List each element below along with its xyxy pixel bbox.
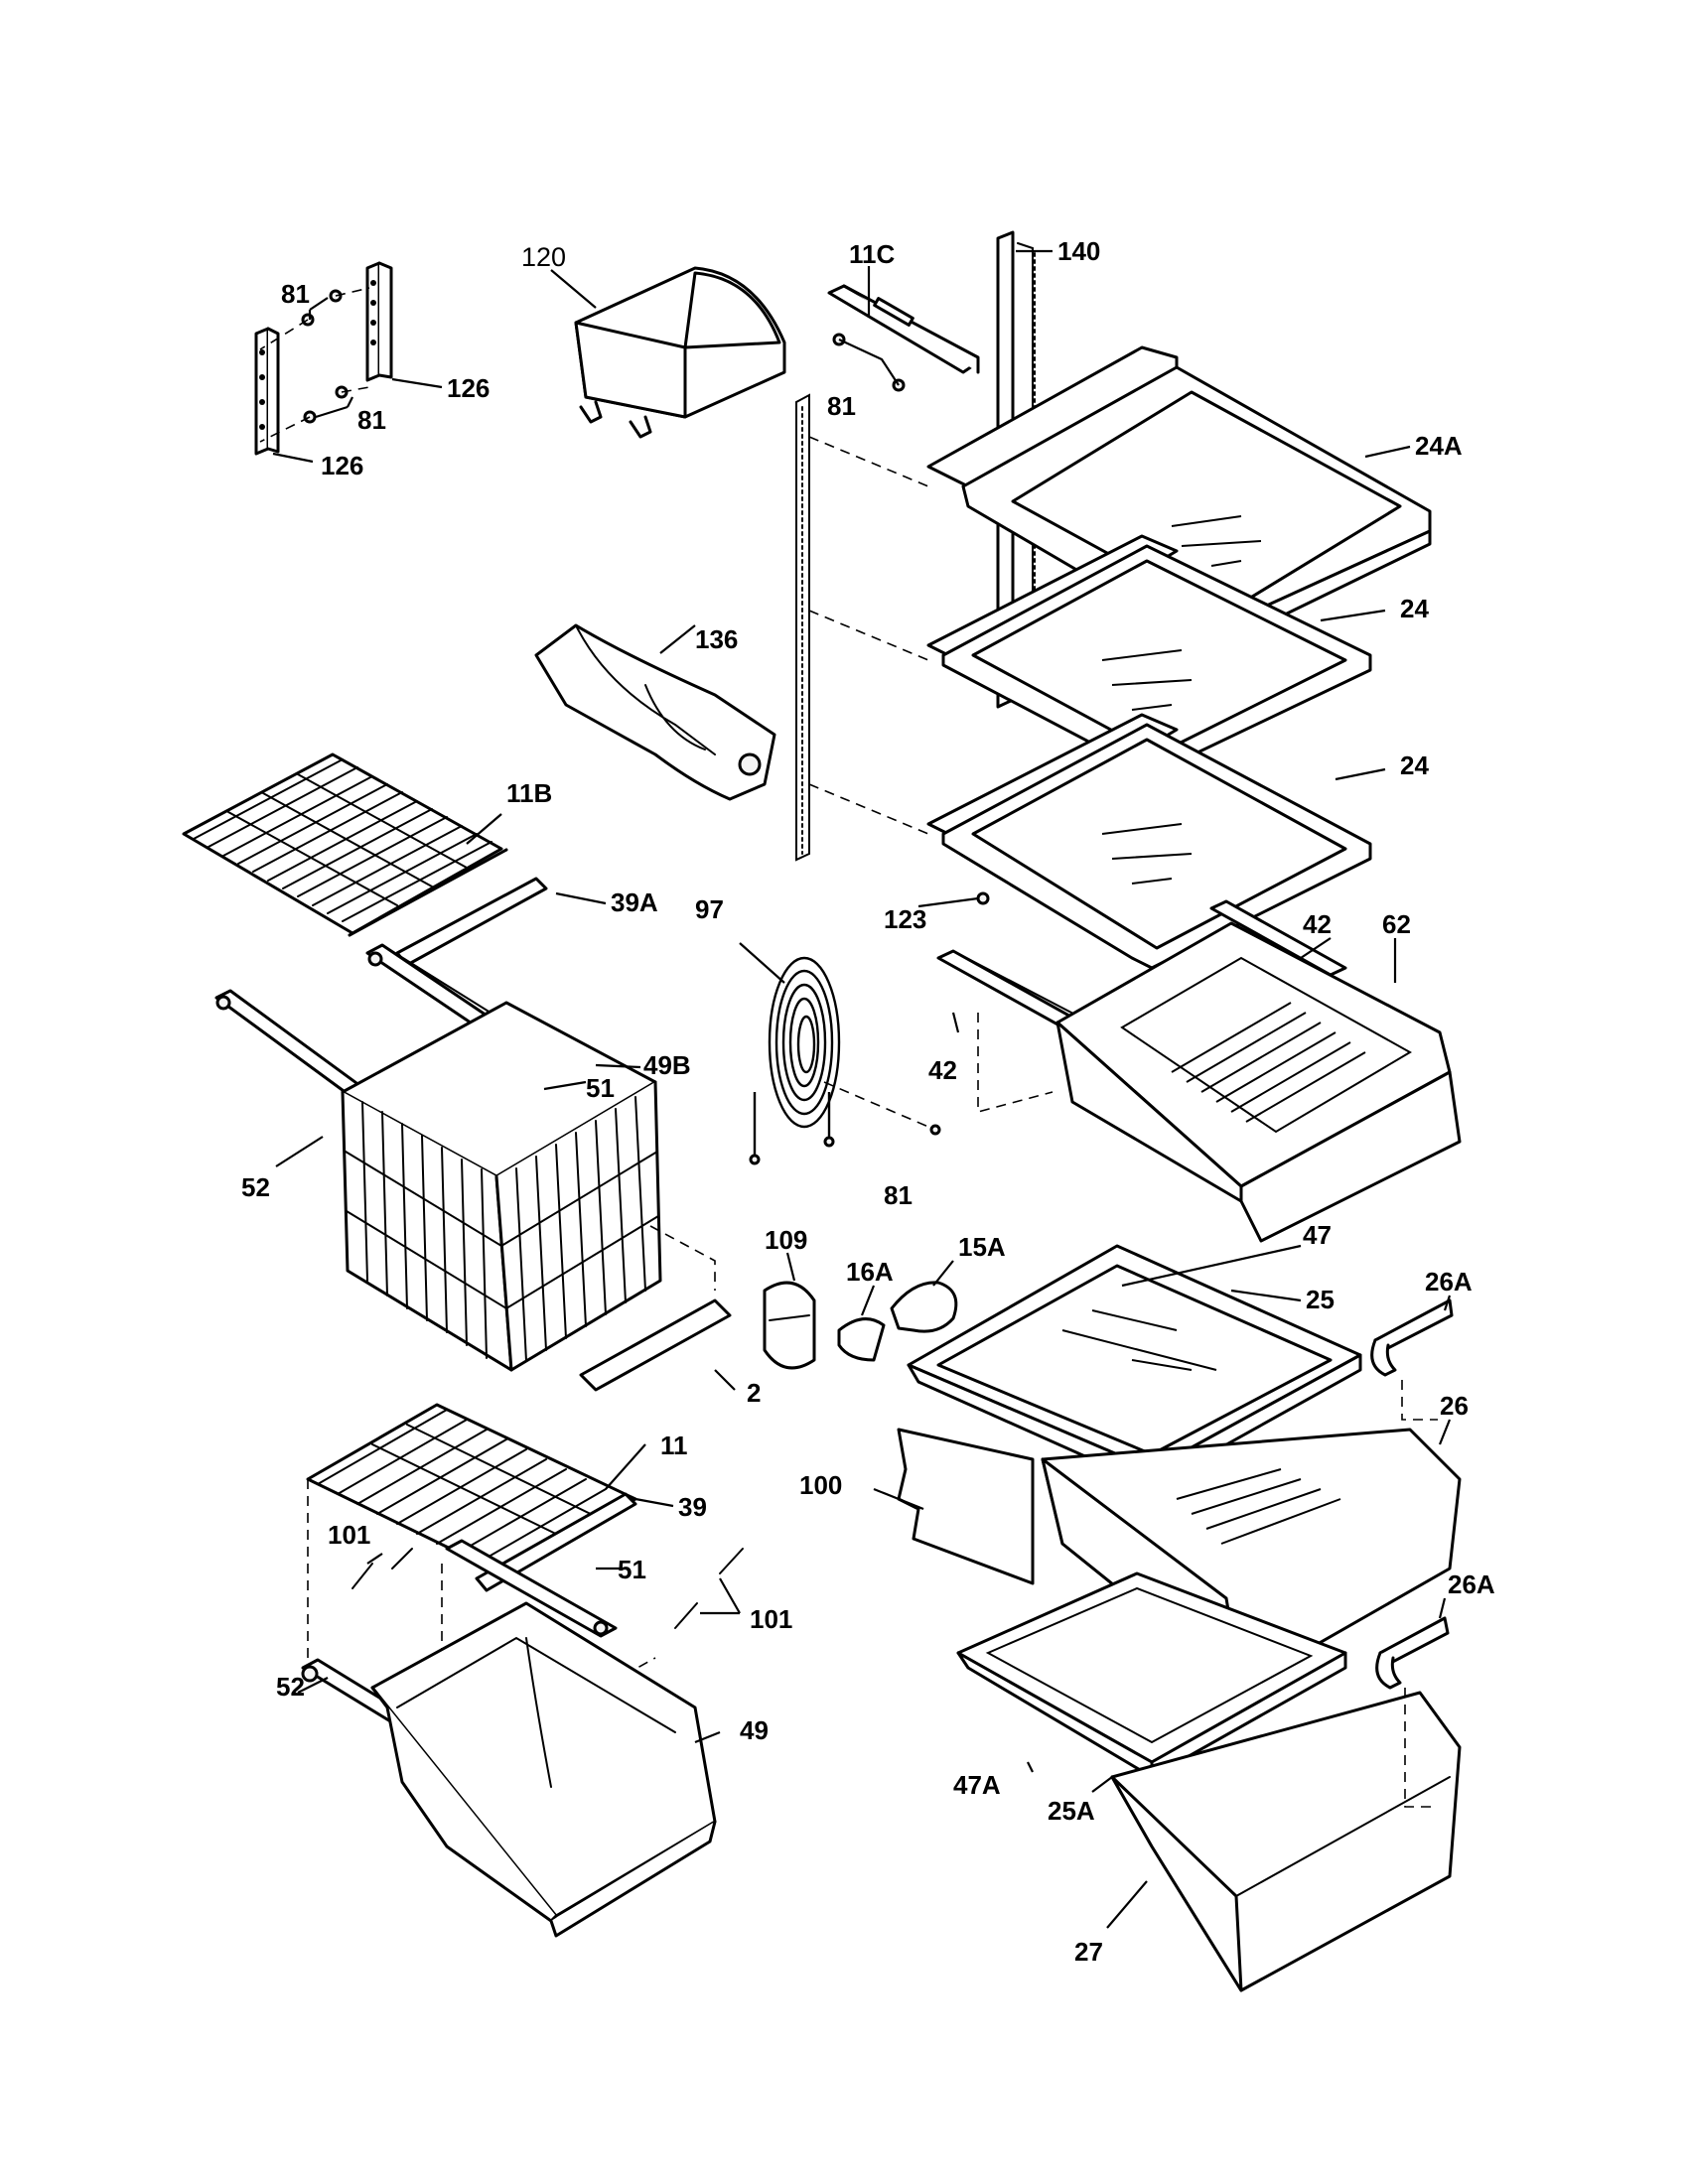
- part-100-divider-panel: [897, 1428, 1035, 1585]
- callout-26A-a: 26A: [1425, 1267, 1473, 1297]
- part-16A-socket: [837, 1317, 886, 1362]
- callout-11C: 11C: [849, 239, 895, 269]
- callout-81-d: 81: [884, 1180, 913, 1210]
- callout-126-b: 126: [321, 451, 363, 480]
- callout-11: 11: [660, 1431, 688, 1460]
- part-24-glass-shelf-upper: [926, 534, 1372, 776]
- part-126-rail-left: [254, 327, 280, 456]
- callout-16A: 16A: [846, 1257, 894, 1287]
- part-26A-drawer-clip-upper: [1370, 1298, 1454, 1377]
- callout-26A-b: 26A: [1448, 1570, 1495, 1599]
- part-left-ladder-track: [795, 393, 810, 862]
- callout-101-a: 101: [328, 1520, 370, 1550]
- callout-49B: 49B: [643, 1050, 691, 1080]
- screw-101-group-left: [352, 1548, 413, 1589]
- callout-25A: 25A: [1048, 1796, 1095, 1826]
- callout-42-b: 42: [928, 1055, 957, 1085]
- part-120-dairy-bin: [574, 266, 786, 439]
- callout-2: 2: [747, 1378, 761, 1408]
- callout-47A: 47A: [953, 1770, 1001, 1800]
- callout-24-b: 24: [1400, 751, 1429, 780]
- part-11C-shelf-bracket: [827, 284, 980, 392]
- screw-123: [976, 891, 990, 905]
- callout-81-a: 81: [281, 279, 310, 309]
- callout-39: 39: [678, 1492, 707, 1522]
- part-49B-wire-basket: [341, 1001, 662, 1372]
- callout-81-b: 81: [827, 391, 856, 421]
- part-24-glass-shelf-lower: [926, 713, 1372, 970]
- callout-101-b: 101: [750, 1604, 792, 1634]
- part-49-freezer-bin: [370, 1601, 717, 1938]
- callout-24A: 24A: [1415, 431, 1463, 461]
- callout-120: 120: [521, 242, 566, 272]
- callout-97: 97: [695, 894, 724, 924]
- callout-52-a: 52: [241, 1172, 270, 1202]
- callout-27: 27: [1074, 1937, 1103, 1967]
- part-136-egg-tray: [534, 623, 776, 801]
- callout-42-a: 42: [1303, 909, 1332, 939]
- callout-25: 25: [1306, 1285, 1335, 1314]
- callout-123: 123: [884, 904, 926, 934]
- callout-81-c: 81: [357, 405, 386, 435]
- callout-140: 140: [1057, 236, 1100, 266]
- callout-62: 62: [1382, 909, 1411, 939]
- screw-81-bottom: [929, 1124, 941, 1136]
- part-26A-drawer-clip-lower: [1375, 1616, 1450, 1690]
- part-27-lower-crisper-drawer: [1110, 1691, 1462, 1992]
- part-11B-wire-shelf: [182, 752, 508, 937]
- part-42-drawer-rail-right: [1209, 899, 1347, 977]
- part-47-crisper-glass: [936, 1264, 1333, 1456]
- screw-81-group-top-left: [259, 287, 370, 443]
- callout-126-a: 126: [447, 373, 490, 403]
- callout-51-b: 51: [618, 1555, 646, 1584]
- callout-26: 26: [1440, 1391, 1469, 1421]
- callout-11B: 11B: [506, 778, 552, 808]
- part-62-meat-drawer: [1055, 921, 1462, 1243]
- callout-47: 47: [1303, 1220, 1332, 1250]
- screw-101-group-right: [674, 1548, 744, 1629]
- part-2-basket-trim: [579, 1298, 732, 1392]
- callout-52-b: 52: [276, 1672, 305, 1702]
- part-25A-lower-crisper-cover: [956, 1571, 1347, 1779]
- part-126-rail-right: [365, 261, 393, 382]
- callout-100: 100: [799, 1470, 842, 1500]
- callout-109: 109: [765, 1225, 807, 1255]
- callout-49: 49: [740, 1715, 769, 1745]
- callout-39A: 39A: [611, 887, 658, 917]
- callout-51-a: 51: [586, 1073, 615, 1103]
- part-51-slide-rail-lower: [445, 1539, 618, 1638]
- part-39-shelf-trim: [475, 1492, 637, 1592]
- part-97-heater-coil: [749, 956, 841, 1165]
- part-47A-lower-crisper-glass: [985, 1586, 1314, 1744]
- callout-24-a: 24: [1400, 594, 1429, 623]
- callout-15A: 15A: [958, 1232, 1006, 1262]
- part-109-light-cover: [763, 1281, 816, 1370]
- part-15A-light-bulb: [890, 1281, 958, 1333]
- callout-136: 136: [695, 624, 738, 654]
